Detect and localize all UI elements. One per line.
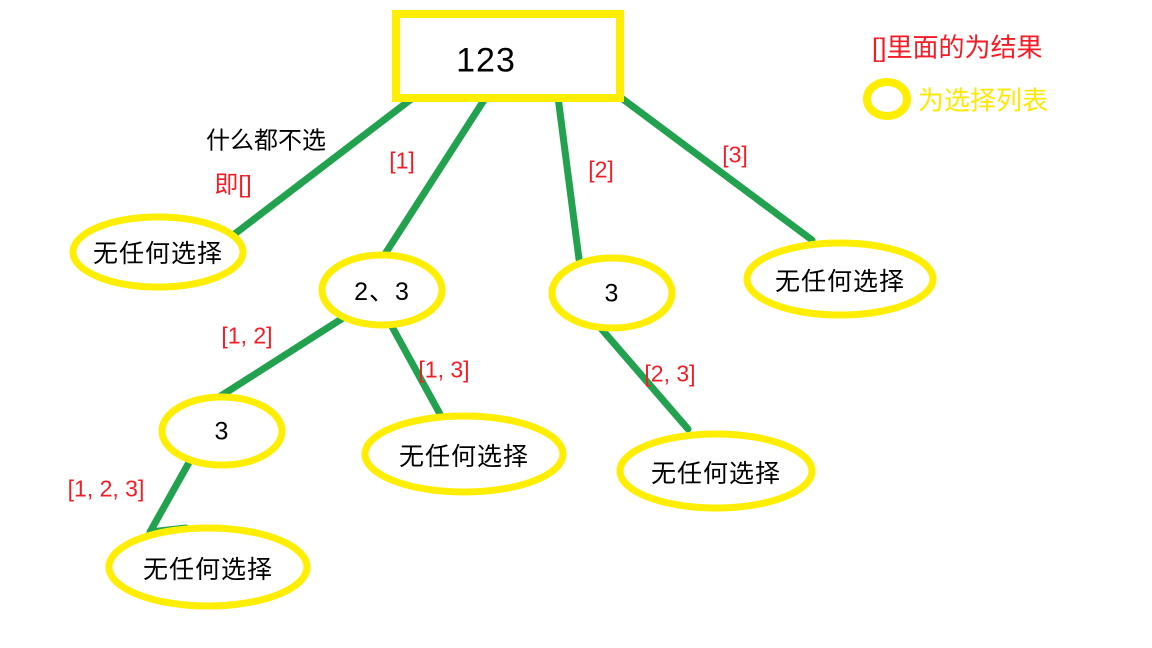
edge-root-to-n23: [381, 93, 490, 258]
root-node-label: 123: [456, 41, 516, 80]
node-empty-5[interactable]: [105, 524, 311, 610]
node-empty-1-label: 无任何选择: [92, 240, 224, 268]
annotation-nothing-chosen-line2: 即[]: [214, 171, 252, 199]
node-empty-5-label: 无任何选择: [142, 556, 274, 584]
edge-label-2-3: [2, 3]: [644, 360, 696, 387]
edge-label-1-2-3: [1, 2, 3]: [67, 475, 145, 502]
edge-layer: [146, 93, 816, 536]
edge-label-1-3: [1, 3]: [418, 356, 470, 383]
legend-result-note: []里面的为结果: [872, 32, 1043, 63]
edge-label-1: [1]: [389, 147, 415, 174]
node-2-3-label: 2、3: [354, 278, 410, 306]
edge-label-1-2: [1, 2]: [221, 322, 273, 349]
node-empty-2-label: 无任何选择: [774, 268, 906, 296]
node-empty-1[interactable]: [69, 213, 247, 291]
edge-n23-to-n3low: [201, 314, 347, 410]
edge-root-to-empty2: [616, 93, 816, 244]
legend-ellipse-icon: [863, 78, 911, 120]
edge-root-to-empty1: [228, 93, 418, 240]
edge-n3mid-to-empty4: [594, 321, 692, 433]
node-3-mid-label: 3: [604, 279, 620, 308]
node-empty-3-label: 无任何选择: [398, 443, 530, 471]
node-layer: [69, 213, 937, 610]
node-empty-2[interactable]: [743, 239, 937, 319]
node-2-3[interactable]: [318, 251, 446, 329]
node-3-low-label: 3: [214, 417, 230, 446]
node-empty-4-label: 无任何选择: [650, 460, 782, 488]
node-3-mid[interactable]: [548, 254, 676, 332]
edge-label-2: [2]: [588, 156, 614, 183]
legend-list-note: 为选择列表: [918, 85, 1049, 116]
node-3-low[interactable]: [158, 393, 286, 469]
annotation-nothing-chosen-line1: 什么都不选: [206, 127, 326, 155]
node-empty-3[interactable]: [361, 412, 567, 496]
edge-root-to-n3mid: [554, 93, 583, 263]
edge-label-3: [3]: [722, 141, 748, 168]
edge-n23-to-empty3: [386, 319, 444, 418]
root-node-box[interactable]: [392, 10, 624, 102]
node-empty-4[interactable]: [616, 430, 816, 512]
edge-n3low-to-empty5: [146, 446, 200, 536]
